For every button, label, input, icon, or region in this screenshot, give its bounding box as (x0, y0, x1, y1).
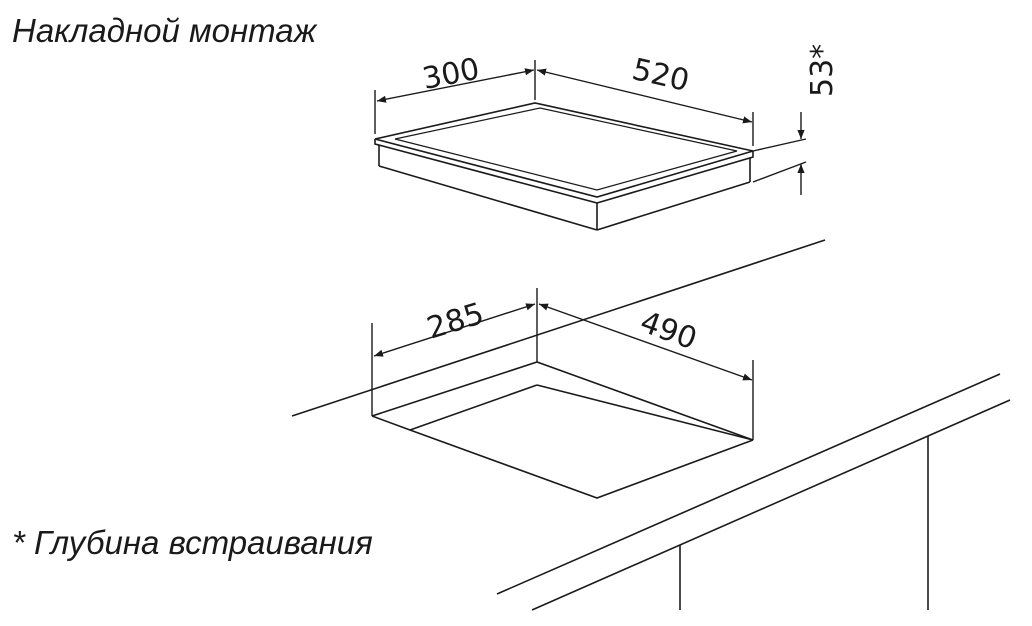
hob-depth-dimension-line (376, 68, 535, 103)
embed-depth-label: 53* (805, 44, 840, 97)
hob-top-outline (374, 102, 754, 198)
hob-depth-label: 300 (420, 52, 483, 97)
cutout-depth-label: 285 (423, 296, 488, 346)
counter-top-edge (496, 373, 1001, 595)
hob-glass-inner (394, 107, 738, 191)
cutout-depth-dimension-line (373, 303, 536, 357)
cutout-width-label: 490 (635, 305, 701, 357)
counter-bottom-edge (531, 399, 1011, 611)
cutout-front-edge (371, 415, 754, 499)
cutout-inner-back-lower (536, 384, 754, 441)
hob-width-label: 520 (629, 52, 693, 99)
hob-drawing: 300 520 53* (374, 44, 840, 231)
cutout-inner-edge (371, 361, 754, 441)
mounting-type-title: Накладной монтаж (12, 12, 318, 49)
hob-front-right-side (596, 151, 754, 204)
hob-bottom-right (596, 181, 751, 231)
hob-width-dimension-line (536, 68, 753, 124)
embed-depth-ext-top (752, 138, 807, 152)
embed-depth-footnote: * Глубина встраивания (12, 524, 373, 561)
hob-bottom-left (378, 165, 598, 231)
hob-front-left-side (374, 139, 598, 230)
embed-depth-ext-bottom (752, 161, 807, 183)
countertop-drawing: 285 490 (291, 239, 1011, 611)
cutout-inner-left-lower (409, 384, 538, 431)
cutout-width-dimension-line (538, 303, 753, 381)
